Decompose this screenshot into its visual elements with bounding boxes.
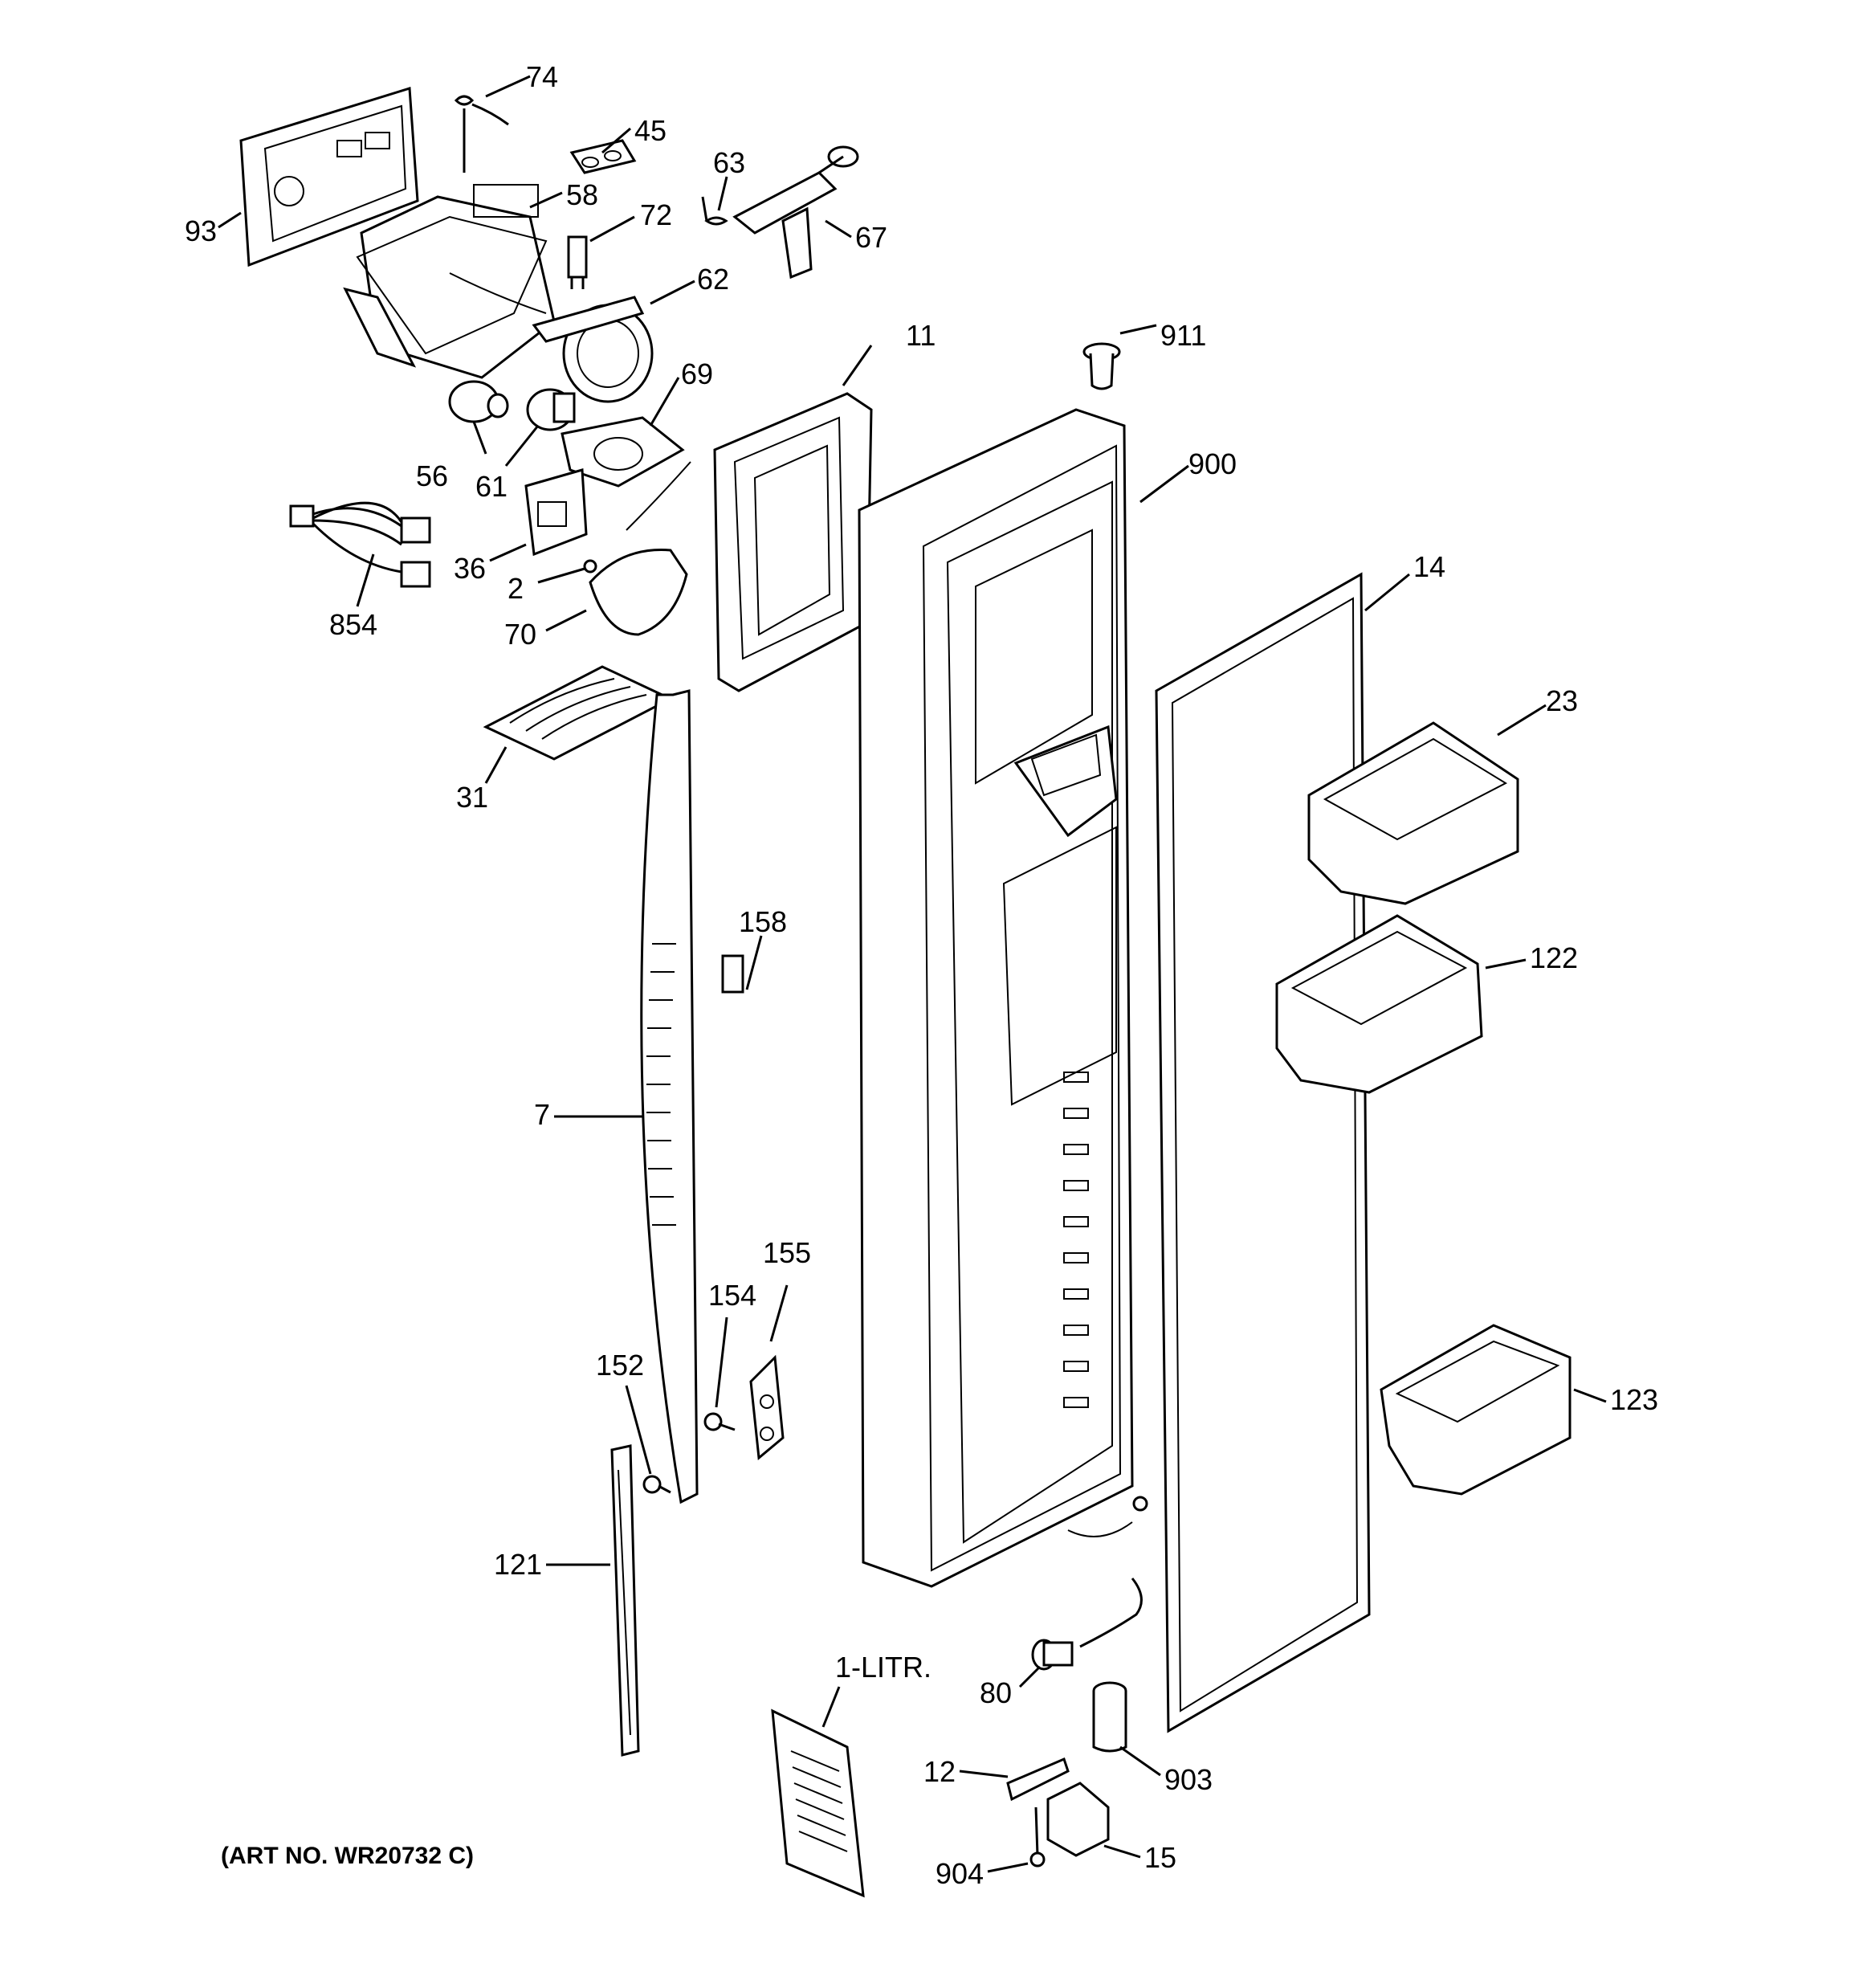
part-drawings xyxy=(239,87,1572,1898)
callout-69: 69 xyxy=(681,357,713,390)
part-911-bushing xyxy=(1082,342,1121,390)
part-36-solenoid xyxy=(524,468,588,557)
part-70-flap xyxy=(589,461,691,636)
part-2-screw xyxy=(583,559,597,574)
callout-70: 70 xyxy=(504,618,536,651)
part-67-bracket xyxy=(732,145,859,280)
part-80-fitting xyxy=(1031,1578,1143,1671)
part-69-bracket xyxy=(561,416,685,488)
callout-2: 2 xyxy=(508,572,524,605)
callout-904: 904 xyxy=(936,1857,984,1890)
part-1-litr-booklet xyxy=(771,1708,865,1898)
part-11-dispenser-frame xyxy=(713,392,873,692)
part-15-hinge xyxy=(1046,1782,1110,1857)
callout-12: 12 xyxy=(923,1755,956,1788)
callout-74: 74 xyxy=(526,60,558,93)
part-7-handle xyxy=(640,689,699,1504)
handle-ribs xyxy=(646,943,676,1226)
part-93-control-panel xyxy=(239,87,419,267)
leader-lines xyxy=(218,75,1607,1873)
callout-854: 854 xyxy=(329,608,377,641)
callout-31: 31 xyxy=(456,781,488,814)
callout-11: 11 xyxy=(906,319,936,352)
callout-152: 152 xyxy=(596,1349,644,1382)
door-shelf-clips xyxy=(1063,1072,1089,1408)
part-45-plate xyxy=(569,139,637,174)
part-158-cap xyxy=(721,954,744,994)
callout-14: 14 xyxy=(1413,550,1445,583)
part-854-harness xyxy=(289,501,431,588)
part-155-bracket xyxy=(749,1354,785,1460)
part-904-screw xyxy=(1029,1806,1046,1868)
callout-62: 62 xyxy=(697,263,729,296)
part-123-bin xyxy=(1380,1324,1572,1496)
callout-58: 58 xyxy=(566,178,598,211)
part-121-trim xyxy=(610,1444,640,1757)
callout-80: 80 xyxy=(980,1676,1012,1709)
part-31-grille xyxy=(483,665,674,761)
part-900-door xyxy=(858,408,1148,1588)
part-14-gasket xyxy=(1155,572,1371,1733)
callout-67: 67 xyxy=(855,221,887,254)
callout-158: 158 xyxy=(739,905,787,938)
part-62-ring xyxy=(532,296,654,403)
part-152-screw xyxy=(642,1475,671,1494)
part-56-knob xyxy=(448,380,509,423)
part-74-spring xyxy=(454,95,509,173)
callout-155: 155 xyxy=(763,1236,811,1269)
part-12-shim xyxy=(1006,1757,1070,1802)
callout-911: 911 xyxy=(1160,319,1206,352)
callout-23: 23 xyxy=(1546,684,1578,717)
part-122-bin xyxy=(1275,914,1483,1094)
part-63-spring xyxy=(701,196,728,226)
callout-154: 154 xyxy=(708,1279,756,1312)
callout-labels: 74 45 63 93 58 72 67 62 911 11 69 56 61 … xyxy=(185,60,1658,1890)
callout-93: 93 xyxy=(185,214,217,247)
part-903-bushing xyxy=(1092,1681,1127,1753)
art-number: (ART NO. WR20732 C) xyxy=(221,1843,474,1869)
callout-61: 61 xyxy=(475,470,508,503)
callout-903: 903 xyxy=(1164,1763,1213,1796)
callout-123: 123 xyxy=(1610,1383,1658,1416)
callout-121: 121 xyxy=(494,1548,542,1581)
part-72-switch xyxy=(567,235,588,289)
callout-56: 56 xyxy=(416,459,448,492)
part-58-housing xyxy=(343,184,556,379)
callout-900: 900 xyxy=(1188,447,1237,480)
callout-36: 36 xyxy=(454,552,486,585)
callout-7: 7 xyxy=(534,1098,550,1131)
part-154-screw xyxy=(703,1412,736,1431)
part-23-bin xyxy=(1307,721,1519,905)
callout-45: 45 xyxy=(634,114,667,147)
callout-122: 122 xyxy=(1530,941,1578,974)
callout-63: 63 xyxy=(713,146,745,179)
callout-72: 72 xyxy=(640,198,672,231)
part-61-motor xyxy=(526,388,576,431)
callout-15: 15 xyxy=(1144,1841,1176,1874)
callout-1-litr: 1-LITR. xyxy=(835,1651,932,1684)
